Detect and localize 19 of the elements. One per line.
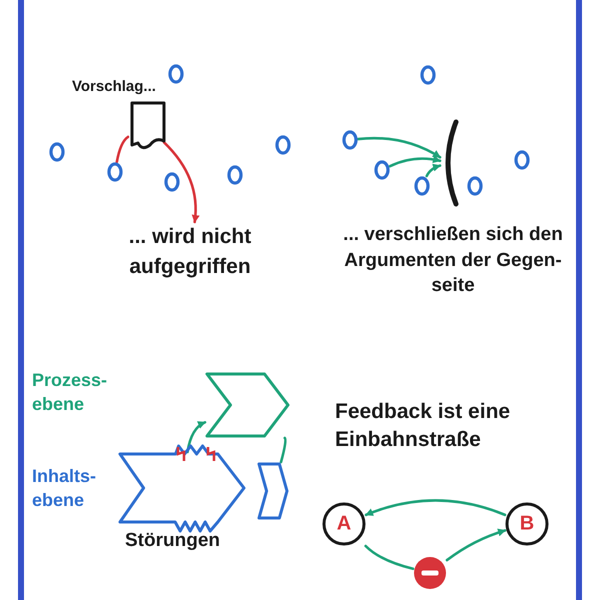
connector-line — [364, 544, 414, 570]
caption-text: ... verschließen sich den Argumenten der Gegen- seite — [342, 223, 564, 298]
connector-line — [280, 436, 287, 464]
level-label: Prozess- ebene — [32, 369, 108, 416]
arrow — [364, 499, 506, 516]
caption-text: Störungen — [125, 529, 221, 553]
arrow — [356, 136, 442, 159]
connector-line — [116, 136, 130, 164]
arrow — [186, 421, 206, 454]
person-letter: A — [336, 512, 352, 536]
person-letter: B — [520, 512, 534, 536]
arrow — [446, 528, 506, 562]
arrow — [162, 141, 200, 224]
arrow — [425, 164, 442, 178]
caption-text: ... wird nicht aufgegriffen — [128, 224, 252, 280]
heading-text: Feedback ist eine Einbahnstraße — [335, 399, 512, 454]
arrow — [388, 155, 442, 168]
proposal-label: Vorschlag... — [72, 78, 156, 95]
level-label: Inhalts- ebene — [32, 465, 98, 512]
